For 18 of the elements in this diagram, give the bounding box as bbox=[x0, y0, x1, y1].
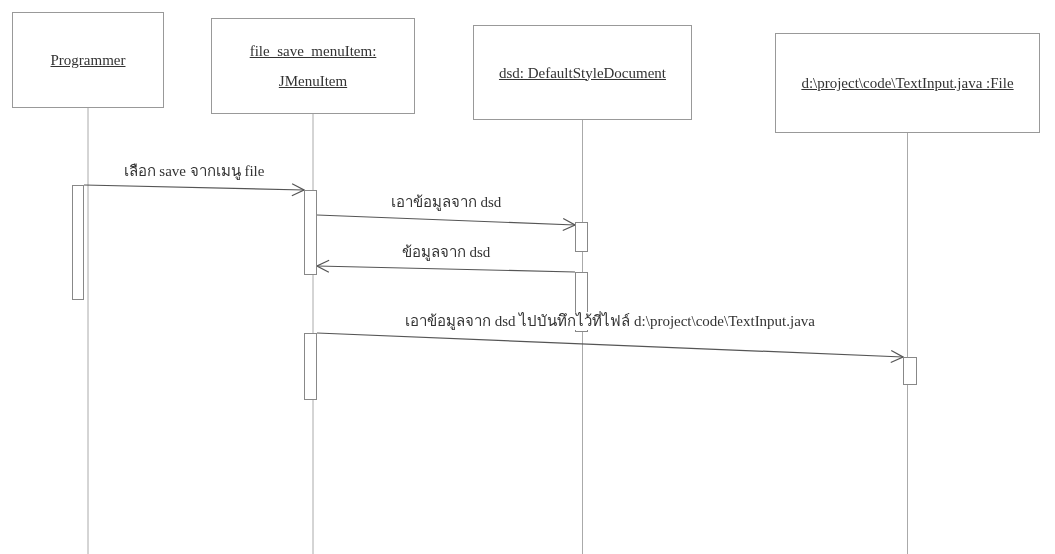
activation-bar bbox=[72, 185, 84, 300]
object-box bbox=[775, 33, 1040, 133]
message-label: ข้อมูลจาก dsd bbox=[399, 243, 493, 261]
object-box bbox=[473, 25, 692, 120]
activation-bar bbox=[304, 333, 317, 400]
activation-bar bbox=[903, 357, 917, 385]
activation-bar bbox=[304, 190, 317, 275]
object-box bbox=[12, 12, 164, 108]
message-arrow bbox=[83, 183, 305, 197]
message-arrow bbox=[316, 214, 576, 232]
message-arrow bbox=[316, 259, 576, 273]
object-box bbox=[211, 18, 415, 114]
activation-bar bbox=[575, 222, 588, 252]
message-arrow bbox=[316, 332, 904, 364]
object-name: file_save_menuItem: JMenuItem bbox=[248, 42, 378, 91]
object-name: dsd: DefaultStyleDocument bbox=[498, 63, 667, 83]
object-name: Programmer bbox=[50, 51, 126, 70]
object-name: d:\project\code\TextInput.java :File bbox=[801, 74, 1014, 93]
